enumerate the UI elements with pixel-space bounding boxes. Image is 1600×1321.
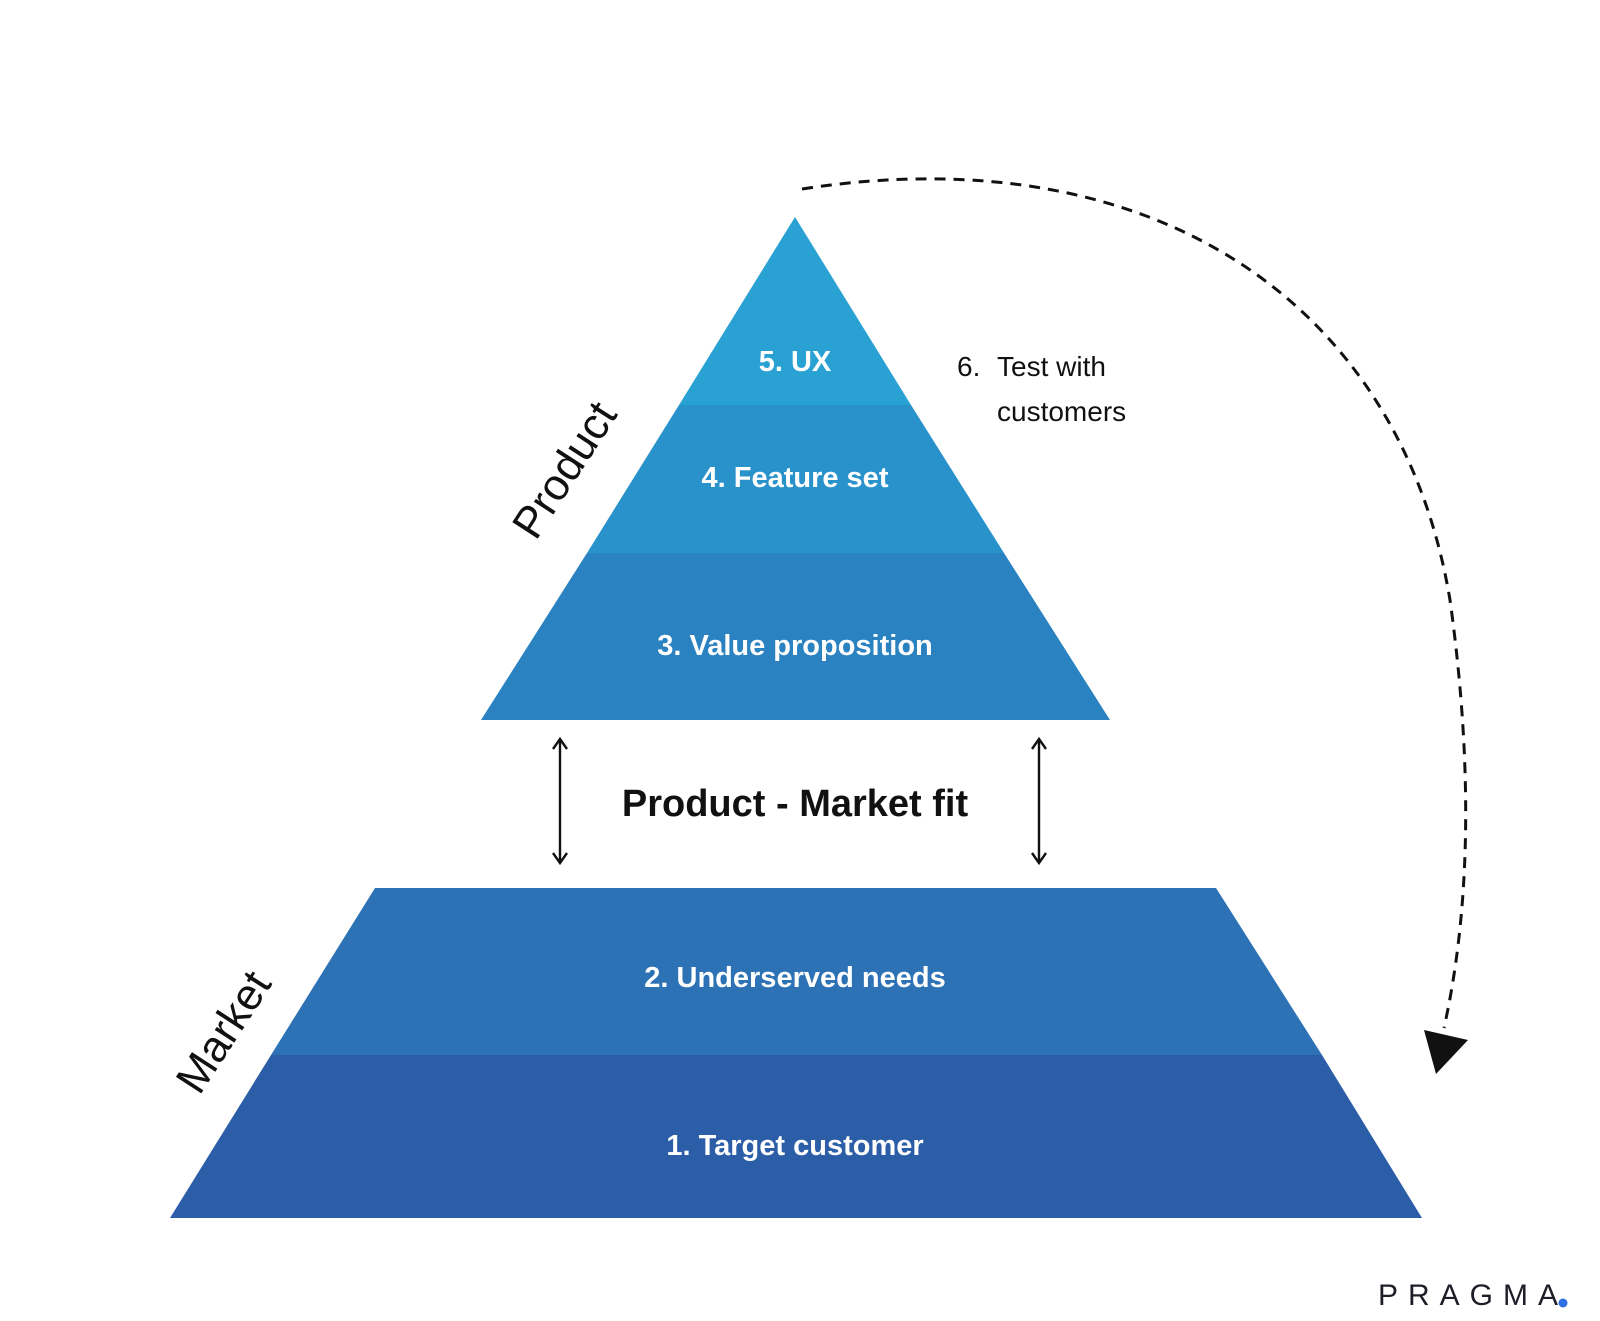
target-customer-label: 1. Target customer: [666, 1130, 923, 1162]
test-step-number: 6.: [957, 351, 980, 382]
product-layer-ux: [679, 217, 911, 405]
market-layer-underserved-needs: [271, 888, 1322, 1055]
brand-dot: [1558, 1298, 1568, 1308]
test-step-line-2: customers: [997, 396, 1126, 427]
value-proposition-label: 3. Value proposition: [657, 630, 933, 662]
feedback-loop-arrowhead: [1424, 1030, 1468, 1074]
product-layer-value-proposition: [481, 553, 1110, 720]
product-layer-feature-set: [587, 405, 1004, 553]
feature-set-label: 4. Feature set: [702, 462, 889, 494]
test-step-line-1: Test with: [997, 351, 1106, 382]
ux-label: 5. UX: [759, 346, 832, 378]
feedback-loop-arrow: [801, 177, 1468, 1029]
brand-name: PRAGMA: [1378, 1279, 1568, 1312]
brand-logo: PRAGMA: [1378, 1279, 1568, 1312]
market-layer-target-customer: [170, 1055, 1422, 1218]
product-market-fit-label: Product - Market fit: [622, 783, 969, 825]
underserved-needs-label: 2. Underserved needs: [644, 962, 945, 994]
